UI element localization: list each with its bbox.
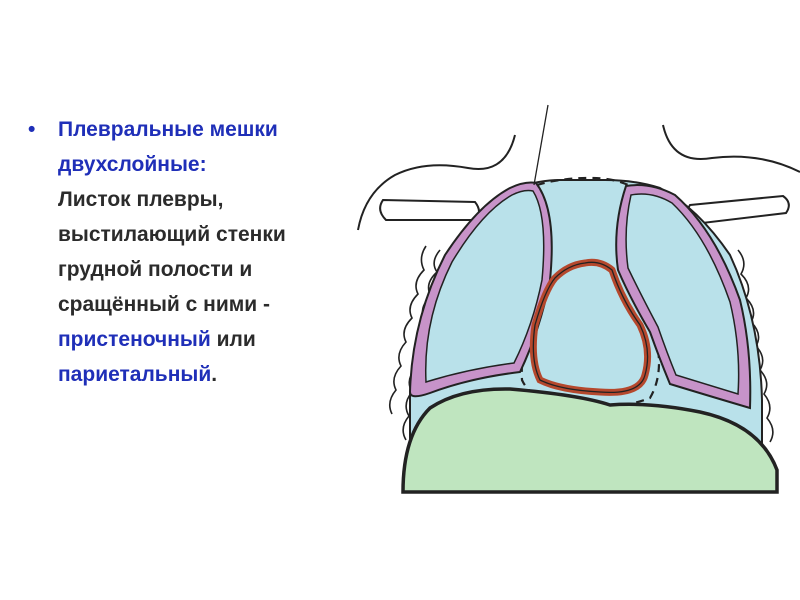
definition-block: Листок плевры, выстилающий стенки грудно…: [22, 182, 362, 392]
left-neck-shoulder-outline: [357, 134, 516, 231]
heading-text-2: двухслойные:: [58, 153, 207, 176]
heading-line-1: • Плевральные мешки: [22, 112, 362, 147]
left-lung-inner: [424, 189, 545, 384]
heading-line-2: двухслойные:: [22, 147, 362, 182]
definition-text-2: выстилающий стенки: [58, 223, 286, 246]
left-rib-edges-outer: [388, 245, 427, 415]
left-clavicle: [379, 198, 480, 221]
thoracic-cavity-diagram: [357, 104, 800, 494]
right-neck-shoulder-outline: [662, 124, 800, 173]
term-parietal-ru: пристеночный: [58, 328, 211, 351]
connector-text: или: [210, 328, 256, 351]
diaphragm: [401, 387, 779, 494]
pericardium-inner-line: [532, 261, 649, 394]
definition-text-4: сращённый с ними -: [58, 293, 271, 316]
definition-line-5: пристеночный или: [22, 322, 362, 357]
term-parietal: париетальный: [58, 363, 212, 386]
definition-text-3: грудной полости и: [58, 258, 253, 281]
right-lung-inner: [625, 193, 740, 395]
definition-line-3: грудной полости и: [22, 252, 362, 287]
text-block: • Плевральные мешки двухслойные: Листок …: [22, 112, 362, 392]
definition-line-6: париетальный.: [22, 357, 362, 392]
heading-text-1: Плевральные мешки: [58, 118, 278, 141]
pointer-line: [533, 104, 549, 186]
definition-line-1: Листок плевры,: [22, 182, 362, 217]
definition-line-2: выстилающий стенки: [22, 217, 362, 252]
period-text: .: [211, 363, 218, 386]
definition-line-4: сращённый с ними -: [22, 287, 362, 322]
definition-text-1: Листок плевры,: [58, 188, 224, 211]
bullet-icon: •: [28, 118, 36, 141]
